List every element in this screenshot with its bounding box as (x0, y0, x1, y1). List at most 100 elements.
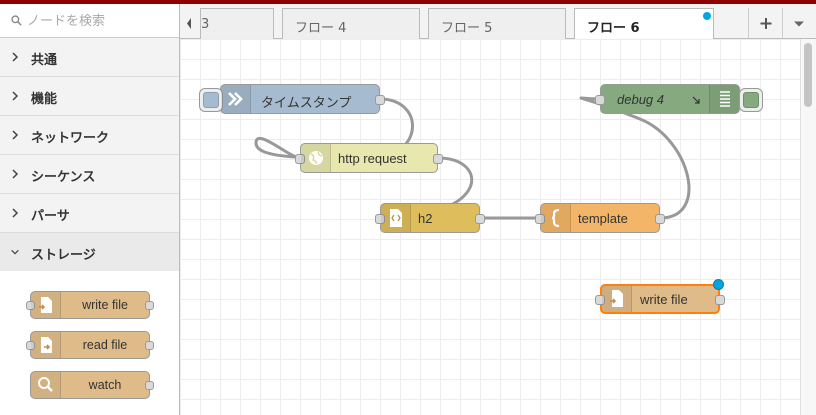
caret-down-icon (794, 21, 804, 27)
debug-toggle-button[interactable] (739, 88, 763, 112)
category-parser[interactable]: パーサ (0, 194, 179, 233)
changed-dot (703, 12, 711, 20)
search-input[interactable] (25, 10, 173, 32)
magnifier-icon (38, 377, 53, 392)
input-port[interactable] (535, 214, 545, 224)
tab-flow-3[interactable]: 3 (200, 8, 274, 39)
flow-node-template[interactable]: template (535, 203, 665, 233)
iconbox (381, 204, 411, 232)
output-port (145, 381, 154, 390)
tab-label: フロー 6 (587, 21, 640, 36)
category-storage[interactable]: ストレージ (0, 233, 179, 272)
palette-node-label: watch (88, 378, 122, 392)
tab-label: フロー 5 (441, 21, 493, 36)
output-port (145, 301, 154, 310)
node-label: http request (338, 151, 407, 166)
palette-node-write-file[interactable]: write file (26, 291, 154, 319)
input-port (26, 301, 35, 310)
chevron-right-icon (12, 52, 19, 62)
inject-button-face (203, 92, 219, 108)
list-icon (720, 91, 730, 107)
output-port[interactable] (655, 214, 665, 224)
palette-search (0, 4, 179, 38)
input-port[interactable] (375, 214, 385, 224)
debug-toggle-face (743, 92, 759, 108)
flow-node-http-request[interactable]: http request (295, 143, 443, 173)
flow-node-inject[interactable]: タイムスタンプ (199, 84, 385, 114)
input-port[interactable] (295, 154, 305, 164)
output-port (145, 341, 154, 350)
flow-node-debug[interactable]: debug 4 (595, 84, 763, 114)
chevron-right-icon (12, 169, 19, 179)
add-flow-button[interactable] (748, 8, 782, 39)
output-port[interactable] (433, 154, 443, 164)
tab-flow-6[interactable]: フロー 6 (574, 8, 714, 40)
iconbox (709, 85, 739, 113)
chevron-right-icon (12, 91, 19, 101)
palette-node-watch[interactable]: watch (30, 371, 154, 399)
workspace-tabs: 3 フロー 4 フロー 5 フロー 6 (180, 4, 816, 40)
iconbox (31, 372, 61, 398)
category-label: 共通 (31, 53, 58, 68)
node-label: template (578, 211, 628, 226)
iconbox (31, 292, 61, 318)
search-icon (11, 15, 22, 26)
top-accent-bar (0, 0, 816, 4)
chevron-right-icon (12, 130, 19, 140)
iconbox (602, 286, 632, 312)
flow-menu-button[interactable] (782, 8, 816, 39)
arrow-in-icon (228, 92, 243, 106)
iconbox (31, 332, 61, 358)
file-write-icon (39, 297, 52, 313)
wire (579, 96, 691, 220)
category-network[interactable]: ネットワーク (0, 116, 179, 155)
input-port[interactable] (595, 95, 605, 105)
input-port[interactable] (595, 295, 605, 305)
iconbox (541, 204, 571, 232)
output-port[interactable] (715, 295, 725, 305)
tab-scroll-left[interactable] (180, 8, 200, 39)
input-port (26, 341, 35, 350)
flow-node-write-file[interactable]: write file (595, 279, 725, 314)
file-write-icon (610, 290, 623, 307)
brace-icon (551, 208, 560, 228)
category-function[interactable]: 機能 (0, 77, 179, 116)
canvas-vertical-scrollbar[interactable] (800, 39, 816, 415)
output-port[interactable] (375, 95, 385, 105)
inject-button[interactable] (199, 88, 223, 112)
node-palette: 共通 機能 ネットワーク シーケンス パーサ ストレージ write file (0, 4, 180, 415)
output-port[interactable] (475, 214, 485, 224)
chevron-right-icon (12, 208, 19, 218)
category-sequence[interactable]: シーケンス (0, 155, 179, 194)
changed-dot (713, 279, 724, 290)
category-label: ストレージ (31, 248, 96, 263)
category-common[interactable]: 共通 (0, 38, 179, 77)
flow-node-h2[interactable]: h2 (375, 203, 485, 233)
resize-arrow-icon (692, 96, 700, 104)
node-label: write file (640, 292, 688, 307)
scrollbar-thumb[interactable] (804, 43, 812, 107)
category-label: シーケンス (31, 170, 96, 185)
tab-flow-5[interactable]: フロー 5 (428, 8, 566, 39)
node-label: h2 (418, 211, 433, 226)
flow-canvas[interactable]: タイムスタンプ http request (180, 39, 800, 415)
chevron-down-icon (11, 249, 19, 255)
node-label: debug 4 (617, 92, 664, 107)
palette-node-label: read file (82, 338, 128, 352)
tab-label: 3 (201, 17, 210, 32)
tab-flow-4[interactable]: フロー 4 (282, 8, 420, 39)
file-read-icon (41, 337, 52, 353)
plus-icon (760, 18, 772, 29)
caret-left-icon (187, 18, 191, 29)
category-label: 機能 (31, 92, 58, 107)
code-file-icon (390, 209, 402, 227)
iconbox (221, 85, 251, 113)
category-label: パーサ (31, 209, 70, 224)
node-label: タイムスタンプ (261, 96, 352, 111)
workspace: タイムスタンプ http request (180, 39, 816, 415)
iconbox (301, 144, 331, 172)
category-label: ネットワーク (31, 131, 110, 146)
palette-node-read-file[interactable]: read file (26, 331, 154, 359)
tab-label: フロー 4 (295, 21, 347, 36)
globe-icon (309, 151, 323, 165)
